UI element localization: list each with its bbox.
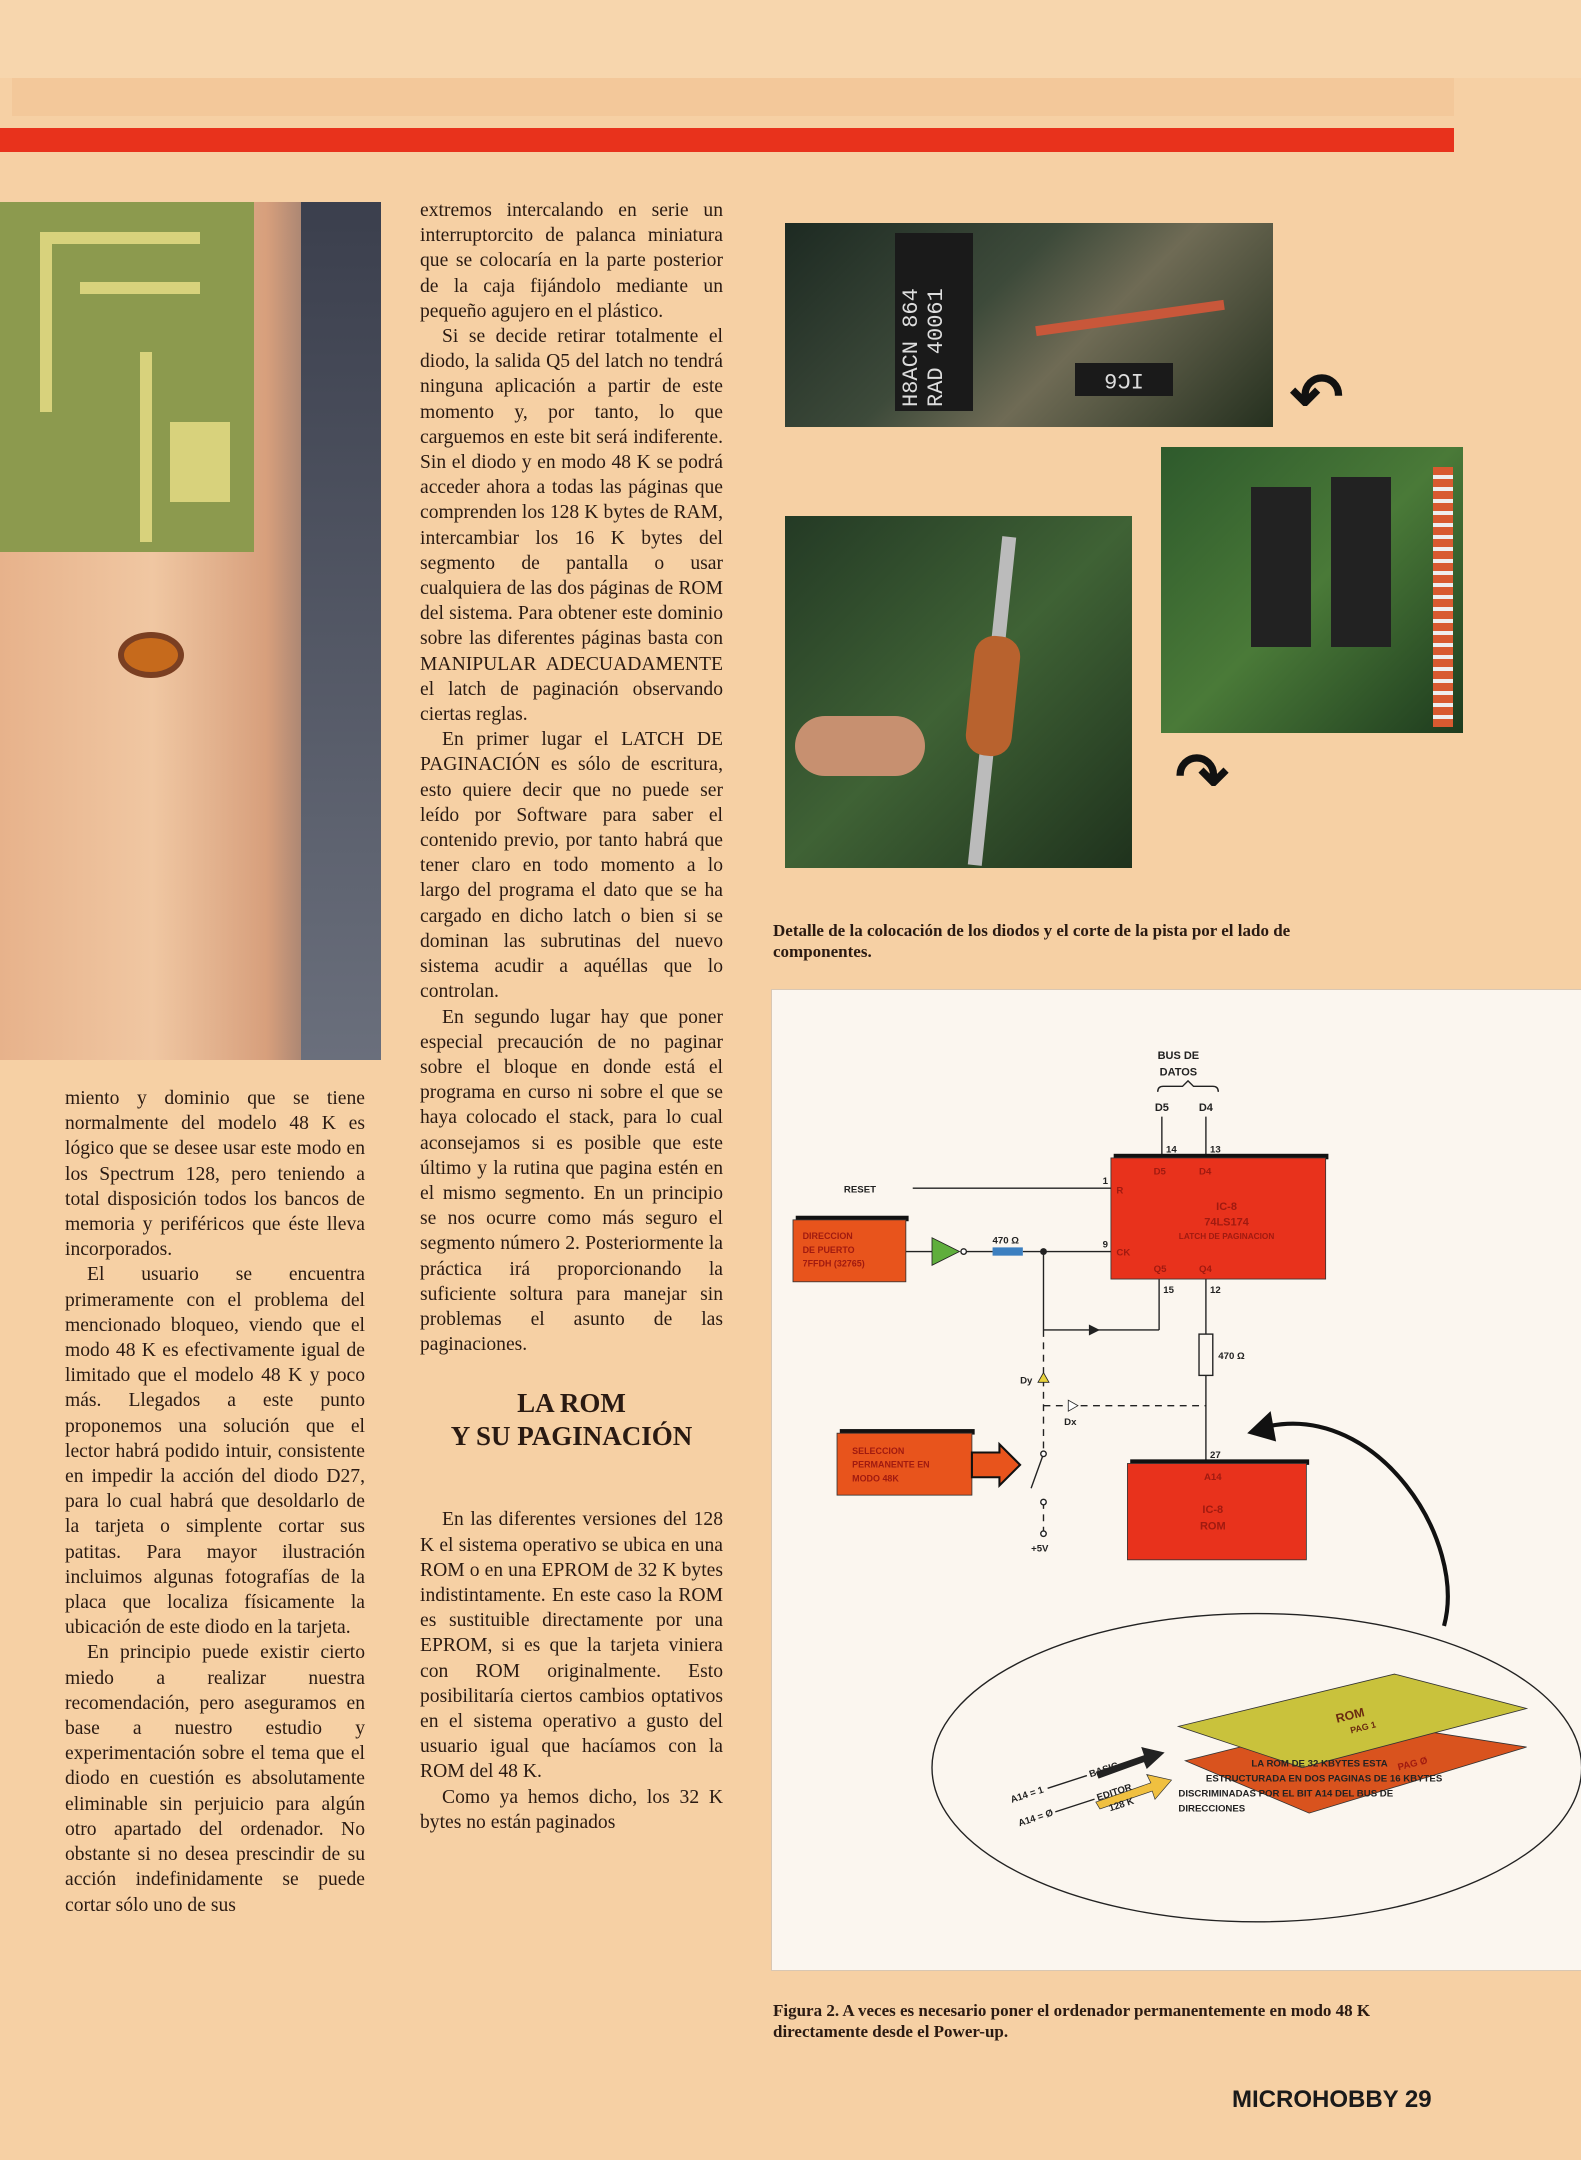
- photo-board-overview: [1161, 447, 1463, 733]
- page-footer: MICROHOBBY 29: [1232, 2086, 1432, 2114]
- svg-text:MODO 48K: MODO 48K: [852, 1473, 899, 1483]
- svg-text:BASIC: BASIC: [1088, 1760, 1120, 1780]
- svg-text:A14: A14: [1204, 1472, 1222, 1483]
- resistor: [992, 1247, 1023, 1256]
- eye: [118, 632, 184, 678]
- photo-caption: Detalle de la colocación de los diodos y…: [773, 921, 1291, 961]
- svg-text:74LS174: 74LS174: [1204, 1216, 1250, 1228]
- svg-text:BUS DE: BUS DE: [1158, 1050, 1200, 1062]
- circuit-overlay: [0, 202, 254, 552]
- cyborg-head-illustration: [0, 202, 381, 1060]
- svg-text:PERMANENTE EN: PERMANENTE EN: [852, 1460, 929, 1470]
- svg-text:Dy: Dy: [1020, 1376, 1033, 1387]
- svg-text:D5: D5: [1154, 1166, 1167, 1177]
- rom-block: [1127, 1463, 1307, 1561]
- svg-text:CK: CK: [1116, 1248, 1130, 1259]
- svg-text:D4: D4: [1199, 1166, 1212, 1177]
- svg-text:470 Ω: 470 Ω: [993, 1235, 1020, 1246]
- svg-text:ROM: ROM: [1334, 1705, 1365, 1726]
- curved-arrow-icon: ↶: [1290, 361, 1344, 432]
- svg-text:ROM: ROM: [1200, 1521, 1226, 1533]
- photo-board-chip: H8ACN 864 RAD 40061 IC6: [785, 223, 1273, 427]
- svg-text:DATOS: DATOS: [1160, 1066, 1197, 1078]
- page-number: 29: [1404, 2086, 1432, 2113]
- svg-text:Q5: Q5: [1154, 1264, 1167, 1275]
- svg-text:RESET: RESET: [844, 1184, 876, 1195]
- svg-text:13: 13: [1210, 1144, 1221, 1155]
- svg-text:Dx: Dx: [1064, 1417, 1077, 1428]
- svg-text:D5: D5: [1155, 1102, 1169, 1114]
- schematic: BUS DE DATOS D5 D4 14 13 1 9 15 12 27 RE…: [792, 1050, 1581, 1923]
- diode-dx: [1067, 1399, 1079, 1412]
- svg-text:SELECCION: SELECCION: [852, 1446, 904, 1456]
- svg-text:27: 27: [1210, 1450, 1221, 1461]
- diode-dy: [1037, 1371, 1050, 1383]
- svg-text:Q4: Q4: [1199, 1264, 1212, 1275]
- top-band: [0, 0, 1581, 78]
- svg-text:DISCRIMINADAS POR EL BIT A14 D: DISCRIMINADAS POR EL BIT A14 DEL BUS DE: [1178, 1789, 1393, 1800]
- curved-arrow-icon: ↷: [1175, 741, 1229, 812]
- diode: [1088, 1324, 1100, 1336]
- svg-text:1: 1: [1103, 1176, 1109, 1187]
- svg-text:DIRECCION: DIRECCION: [803, 1231, 853, 1241]
- svg-text:7FFDH (32765): 7FFDH (32765): [803, 1259, 865, 1269]
- svg-text:470 Ω: 470 Ω: [1218, 1351, 1245, 1362]
- svg-text:D4: D4: [1199, 1102, 1214, 1114]
- svg-text:LATCH DE PAGINACION: LATCH DE PAGINACION: [1179, 1232, 1275, 1241]
- figure-caption: Figura 2. A veces es necesario poner el …: [773, 2001, 1371, 2041]
- text-column-middle: extremos intercalando en serie un interr…: [420, 200, 723, 1833]
- svg-text:DIRECCIONES: DIRECCIONES: [1178, 1804, 1245, 1815]
- svg-text:A14 = 1: A14 = 1: [1009, 1785, 1045, 1806]
- svg-text:15: 15: [1163, 1285, 1174, 1296]
- svg-text:ESTRUCTURADA EN DOS PAGINAS DE: ESTRUCTURADA EN DOS PAGINAS DE 16 KBYTES: [1206, 1773, 1443, 1784]
- svg-text:R: R: [1116, 1186, 1123, 1197]
- svg-text:14: 14: [1166, 1144, 1177, 1155]
- text-column-left: miento y dominio que se tiene normalment…: [65, 1088, 365, 1916]
- svg-text:+5V: +5V: [1031, 1544, 1049, 1555]
- svg-text:LA ROM DE 32 KBYTES ESTA: LA ROM DE 32 KBYTES ESTA: [1251, 1758, 1387, 1769]
- latch-block: [1110, 1157, 1327, 1280]
- svg-text:A14 = Ø: A14 = Ø: [1017, 1807, 1055, 1829]
- svg-text:IC-8: IC-8: [1216, 1201, 1237, 1213]
- svg-text:12: 12: [1210, 1285, 1221, 1296]
- inverter-gate: [931, 1237, 961, 1266]
- magazine-name: MICROHOBBY: [1232, 2086, 1399, 2113]
- arrow-icon: [1247, 1411, 1277, 1442]
- red-rule: [0, 128, 1454, 152]
- header-strip: [12, 78, 1454, 116]
- svg-text:9: 9: [1103, 1239, 1108, 1250]
- svg-text:DE PUERTO: DE PUERTO: [803, 1245, 855, 1255]
- svg-text:IC-8: IC-8: [1202, 1504, 1223, 1516]
- rom-page-1: [1176, 1673, 1529, 1769]
- port-address-block: [792, 1219, 907, 1283]
- photo-diode-closeup: [785, 516, 1132, 868]
- permanent-48k-block: [836, 1432, 973, 1496]
- circuit-diagram: BUS DE DATOS D5 D4 14 13 1 9 15 12 27 RE…: [771, 989, 1581, 1971]
